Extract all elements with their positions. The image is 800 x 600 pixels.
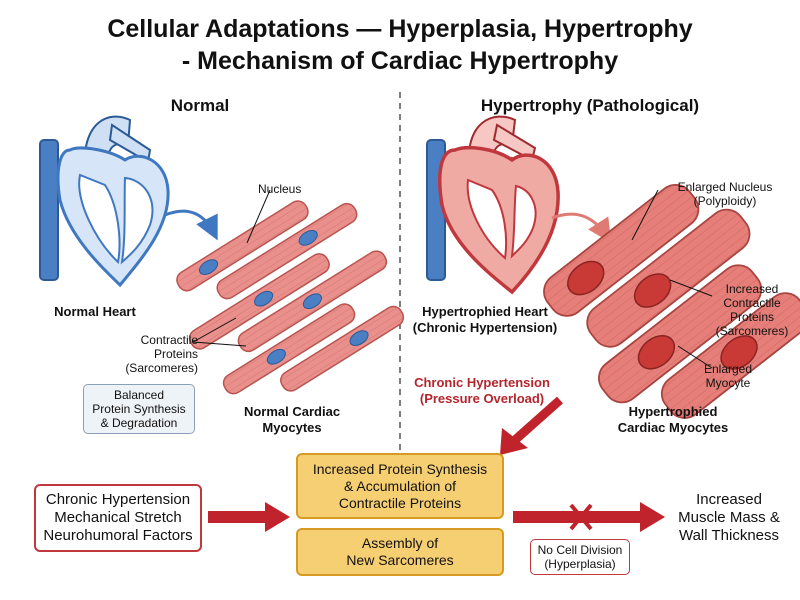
normal-heart-icon [39,115,170,288]
page-subtitle: - Mechanism of Cardiac Hypertrophy [181,47,619,75]
enlarged-myocyte-label: Enlarged Myocyte [703,362,753,390]
page-title: Cellular Adaptations — Hyperplasia, Hype… [107,15,693,43]
enlarged-nucleus-label: Enlarged Nucleus (Polyploidy) [677,180,773,208]
down-left-arrow-icon [500,396,563,455]
enlarged-myocyte-leader [677,345,713,369]
hypertrophied-heart-label: Hypertrophied Heart (Chronic Hypertensio… [412,304,558,335]
no-cell-division-box: No Cell Division (Hyperplasia) [530,539,630,575]
right-arrow-icon-2 [513,502,665,532]
hyper-zoom-arrow-icon [551,212,612,244]
hypertrophy-heading: Hypertrophy (Pathological) [480,96,700,115]
chronic-hypertension-label: Chronic Hypertension (Pressure Overload) [414,375,550,406]
right-arrow-icon-1 [208,502,290,532]
contractile-leader-1 [192,317,237,343]
hypertrophied-myocytes [543,183,800,419]
causes-box: Chronic Hypertension Mechanical Stretch … [34,484,202,552]
normal-zoom-arrow-icon [164,209,218,241]
normal-heading: Normal [170,96,230,115]
hypertrophied-myocytes-label: Hypertrophied Cardiac Myocytes [617,404,729,435]
normal-myocytes-label: Normal Cardiac Myocytes [243,404,341,435]
enlarged-nucleus-leader [631,189,659,241]
outcome-label: Increased Muscle Mass & Wall Thickness [678,491,780,544]
x-cross-icon [569,503,593,531]
normal-heart-label: Normal Heart [54,304,136,319]
nucleus-label: Nucleus [258,182,302,196]
contractile-proteins-label: Contractile Proteins (Sarcomeres) [125,333,198,375]
contractile-leader-2 [192,341,247,347]
balanced-protein-box: Balanced Protein Synthesis & Degradation [83,384,195,434]
increased-contractile-label: Increased Contractile Proteins (Sarcomer… [715,282,789,338]
nucleus-leader [246,189,271,244]
protein-synthesis-box: Increased Protein Synthesis & Accumulati… [296,453,504,519]
sarcomere-assembly-box: Assembly of New Sarcomeres [296,528,504,576]
normal-myocytes [176,200,405,395]
hyper-contractile-leader [669,279,713,297]
hypertrophied-heart-icon [426,115,560,295]
